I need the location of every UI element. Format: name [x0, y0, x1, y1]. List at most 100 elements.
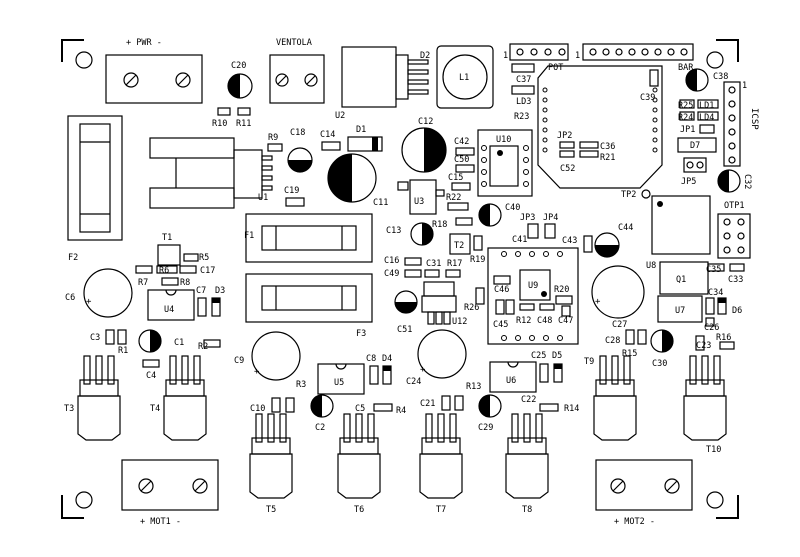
c32-capacitor: C32 — [717, 169, 752, 193]
ref-r21: R21 — [600, 153, 615, 163]
ref-r6: R6 — [159, 266, 169, 276]
t3-transistor: T3 — [64, 355, 121, 441]
ref-r11: R11 — [236, 119, 251, 129]
ref-c36: C36 — [600, 142, 615, 152]
ref-r19: R19 — [470, 255, 485, 265]
ref-r18: R18 — [432, 220, 447, 230]
u1-component: U1 — [149, 137, 273, 209]
ref-c48: C48 — [537, 316, 552, 326]
ref-c13: C13 — [386, 226, 401, 236]
ref-c32: C32 — [742, 174, 752, 189]
u6-area: U6 C25 D5 — [489, 351, 563, 393]
ref-q1: Q1 — [676, 275, 686, 285]
icsp-header: 1 ICSP — [723, 81, 759, 167]
t4-transistor: T4 — [150, 355, 207, 441]
ref-c27: C27 — [612, 320, 627, 330]
ref-c38: C38 — [713, 72, 728, 82]
ventola-label: VENTOLA — [276, 38, 312, 48]
ref-d2: D2 — [420, 51, 430, 61]
ref-c12: C12 — [418, 117, 433, 127]
ref-c44: C44 — [618, 223, 633, 233]
ref-c50: C50 — [454, 155, 469, 165]
lower-passives: C10 C2 C5 R4 C21 C29 C22 R14 — [250, 394, 579, 433]
ref-c42: C42 — [454, 137, 469, 147]
mounting-hole-bl — [75, 491, 93, 509]
mot1-terminal: + MOT1 - — [121, 459, 219, 527]
ref-u4: U4 — [164, 305, 174, 315]
ref-t1: T1 — [162, 233, 172, 243]
ref-d6: D6 — [732, 306, 742, 316]
ref-c16: C16 — [384, 256, 399, 266]
ref-c8: C8 — [366, 354, 376, 364]
ref-t5: T5 — [266, 505, 276, 515]
ref-r25: R25 — [678, 101, 693, 111]
mot1-label: + MOT1 - — [140, 517, 181, 527]
c38-led-group: C38 R25 LD1 R24 LD4 JP1 D7 JP5 — [677, 68, 728, 187]
ref-c20: C20 — [231, 61, 246, 71]
ref-d3: D3 — [215, 286, 225, 296]
ref-d4: D4 — [382, 354, 392, 364]
ref-c46: C46 — [494, 285, 509, 295]
ref-d7: D7 — [690, 141, 700, 151]
f1-fuse: F1 — [244, 213, 373, 263]
ref-u12: U12 — [452, 317, 467, 327]
ref-u2: U2 — [335, 111, 345, 121]
ref-f1: F1 — [244, 231, 254, 241]
ref-ld4: LD4 — [699, 113, 714, 123]
ref-c21: C21 — [420, 399, 435, 409]
c20-capacitor: C20 R10 R11 — [212, 61, 253, 129]
u10-ic: U10 C42 C50 — [454, 129, 533, 197]
ref-c18: C18 — [290, 128, 305, 138]
mot2-terminal: + MOT2 - — [595, 459, 693, 527]
c12-capacitor: C12 — [401, 117, 447, 173]
ref-r22: R22 — [446, 193, 461, 203]
ref-r8: R8 — [180, 278, 190, 288]
icsp-label: ICSP — [749, 108, 759, 130]
ref-c34: C34 — [708, 288, 723, 298]
ref-t10: T10 — [706, 445, 721, 455]
ref-c39: C39 — [640, 93, 655, 103]
ref-ld3: LD3 — [516, 97, 531, 107]
ref-c10: C10 — [250, 404, 265, 414]
ref-c37: C37 — [516, 75, 531, 85]
ref-r26: R26 — [464, 303, 479, 313]
c6-capacitor: C6 + — [65, 268, 133, 318]
svg-text:+: + — [86, 297, 92, 307]
mot2-label: + MOT2 - — [614, 517, 655, 527]
bar-header: 1 BAR — [575, 43, 694, 73]
ref-jp4: JP4 — [543, 213, 558, 223]
power-passives: R9 C18 C14 D1 C19 — [267, 125, 383, 207]
otp1-header: OTP1 — [717, 201, 751, 259]
svg-text:+: + — [595, 297, 601, 307]
ref-r9: R9 — [268, 133, 278, 143]
t6-transistor: T6 — [337, 413, 381, 515]
u3-area: C15 C11 U3 R22 R18 C40 — [373, 173, 520, 230]
ref-f3: F3 — [356, 329, 366, 339]
ref-r24: R24 — [678, 113, 693, 123]
f2-fuse: F2 — [67, 115, 123, 263]
ref-r5: R5 — [199, 253, 209, 263]
ref-d5: D5 — [552, 351, 562, 361]
ref-c29: C29 — [478, 423, 493, 433]
rf-module: C39 JP2 C36 R21 C52 TP2 — [537, 65, 663, 200]
pot-header: 1 POT — [503, 43, 569, 73]
ref-r7: R7 — [138, 278, 148, 288]
ref-c47: C47 — [558, 316, 573, 326]
mounting-hole-br — [706, 491, 724, 509]
pot-label: POT — [548, 63, 563, 73]
c9-capacitor: + C9 R3 — [234, 331, 306, 390]
ref-u6: U6 — [506, 376, 516, 386]
bar-label: BAR — [678, 63, 694, 73]
ref-jp1: JP1 — [680, 125, 695, 135]
ref-c14: C14 — [320, 130, 335, 140]
u2-regulator: U2 D2 — [335, 46, 430, 121]
ref-t6: T6 — [354, 505, 364, 515]
left-driver-passives: C3 R1 C1 R2 C4 — [90, 329, 221, 381]
ref-jp2: JP2 — [557, 131, 572, 141]
ref-u5: U5 — [334, 378, 344, 388]
ref-u1: U1 — [258, 193, 268, 203]
ref-c51: C51 — [397, 325, 412, 335]
ref-c19: C19 — [284, 186, 299, 196]
t10-transistor: T10 — [683, 355, 727, 455]
